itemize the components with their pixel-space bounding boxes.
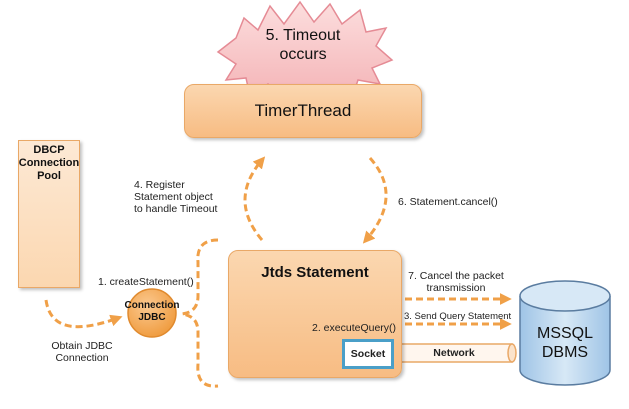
pool-line3: Pool [37,170,61,182]
dbcp-pool-label: DBCP Connection Pool [18,144,80,183]
register-line1: 4. Register [134,179,185,191]
brace-curve [181,238,219,388]
timeout-line2: occurs [279,46,327,63]
register-arrow [243,156,266,241]
connection-jdbc-ball [127,288,177,338]
network-label: Network [433,347,475,359]
mssql-line1: MSSQL [536,325,593,342]
register-line2: Statement object [134,191,213,203]
send-query-label: 3. Send Query Statement [404,311,512,322]
socket-box [342,339,394,369]
statement-cancel-label: 6. Statement.cancel() [398,196,498,208]
create-statement-label: 1. createStatement() [98,276,194,288]
cancel-packet-line1: 7. Cancel the packet [408,270,504,282]
mssql-label: MSSQL DBMS [520,324,610,362]
timer-thread-box [184,84,422,138]
pool-line1: DBCP [33,144,65,156]
obtain-line1: Obtain JDBC [51,340,113,352]
network-pipe [395,343,517,363]
socket-label: Socket [350,348,386,360]
statement-cancel-arrow [362,157,388,244]
execute-query-label: 2. executeQuery() [312,322,397,334]
pool-line2: Connection [18,157,80,169]
timer-thread-label: TimerThread [254,101,352,120]
connection-line2: JDBC [138,312,166,323]
connection-jdbc-label: Connection JDBC [110,300,194,324]
register-label: 4. Register Statement object to handle T… [134,179,217,215]
obtain-connection-label: Obtain JDBC Connection [40,340,124,364]
mssql-line2: DBMS [541,344,589,361]
register-line3: to handle Timeout [134,203,218,215]
jtds-statement-title: Jtds Statement [261,264,369,281]
obtain-connection-arrow [44,299,123,329]
connection-line1: Connection [124,300,180,311]
dbcp-pool-box [18,140,80,288]
cancel-packet-label: 7. Cancel the packet transmission [404,270,508,294]
mssql-database-cylinder [519,280,611,386]
timeout-line1: 5. Timeout [265,27,341,44]
timeout-label: 5. Timeout occurs [248,26,358,64]
cancel-packet-line2: transmission [426,282,486,294]
obtain-line2: Connection [55,352,109,364]
